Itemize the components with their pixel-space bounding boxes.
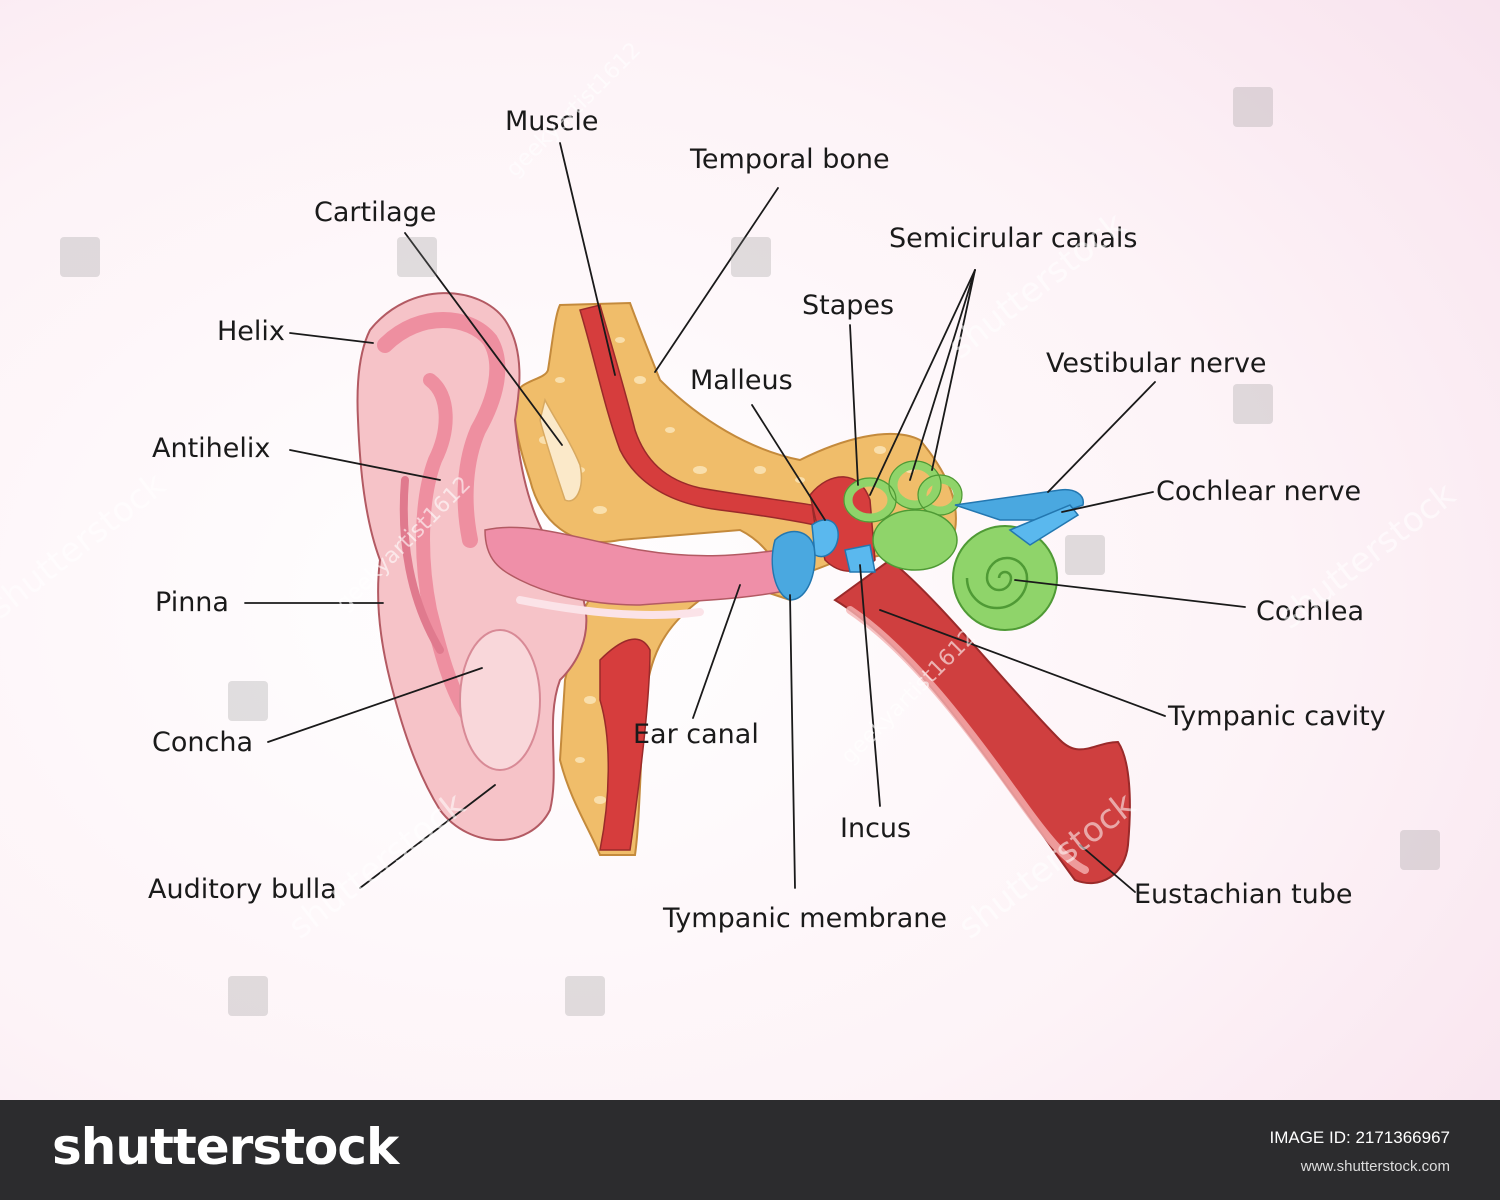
watermark-logo-box: [731, 237, 771, 277]
label-stapes: Stapes: [802, 290, 894, 321]
footer-site-link[interactable]: www.shutterstock.com: [1300, 1158, 1450, 1175]
watermark-logo-box: [397, 237, 437, 277]
watermark-logo-box: [1233, 87, 1273, 127]
cochlea-spiral: [965, 556, 1029, 610]
leader-vestibular-nerve: [1047, 381, 1156, 493]
leader-temporal-bone: [654, 187, 779, 373]
concha-shape: [459, 629, 541, 771]
leader-stapes: [849, 324, 859, 486]
vestibule-shape: [872, 509, 958, 571]
ear-canal-highlight: [516, 596, 704, 619]
label-concha: Concha: [152, 727, 253, 758]
cartilage-shape: [539, 397, 582, 502]
antihelix-fold: [416, 373, 477, 727]
footer-bar: shutterstock IMAGE ID: 2171366967 www.sh…: [0, 1100, 1500, 1200]
leader-concha: [267, 667, 483, 743]
watermark-logo-box: [228, 681, 268, 721]
pinna-inner-fold: [399, 476, 444, 654]
leader-cochlea: [1014, 579, 1246, 608]
watermark-logo-box: [565, 976, 605, 1016]
leader-tympanic-cavity: [879, 609, 1166, 717]
leader-semicircular-2: [909, 269, 976, 481]
label-muscle: Muscle: [505, 106, 598, 137]
footer-image-id: IMAGE ID: 2171366967: [1269, 1128, 1450, 1147]
leader-cartilage: [404, 232, 563, 446]
label-tympanic-cavity: Tympanic cavity: [1167, 701, 1386, 732]
leader-antihelix: [289, 449, 441, 481]
leader-helix: [289, 332, 374, 344]
label-auditory-bulla: Auditory bulla: [148, 874, 337, 905]
leader-eustachian-tube: [1079, 844, 1136, 893]
leader-cochlear-nerve: [1061, 491, 1154, 513]
lower-muscle-shape: [599, 638, 651, 851]
tympanic-membrane-shape: [771, 530, 816, 601]
label-tympanic-membrane: Tympanic membrane: [662, 903, 947, 934]
label-helix: Helix: [217, 316, 285, 347]
leader-malleus: [751, 404, 826, 521]
leader-semicircular-1: [869, 269, 976, 496]
leader-incus: [859, 564, 881, 807]
watermark-logo-box: [1065, 535, 1105, 575]
label-pinna: Pinna: [155, 587, 229, 618]
leader-muscle: [559, 142, 616, 376]
eustachian-tube-inner: [846, 606, 1089, 874]
incus-shape: [844, 544, 876, 573]
watermark-logo-box: [228, 976, 268, 1016]
watermark-logo-box: [1233, 384, 1273, 424]
label-incus: Incus: [840, 813, 911, 844]
label-malleus: Malleus: [690, 365, 793, 396]
helix-fold: [377, 312, 506, 548]
leader-auditory-bulla: [359, 784, 496, 889]
label-cochlear-nerve: Cochlear nerve: [1156, 476, 1361, 507]
cochlea-shape: [952, 525, 1058, 631]
footer-logo[interactable]: shutterstock: [52, 1118, 399, 1176]
leader-semicircular-3: [931, 269, 976, 471]
leader-lines: [244, 142, 1246, 893]
label-cochlea: Cochlea: [1256, 596, 1364, 627]
cochlear-nerve-shape: [1008, 504, 1080, 546]
leader-ear-canal: [692, 584, 741, 719]
watermark-logo-box: [60, 237, 100, 277]
label-cartilage: Cartilage: [314, 197, 436, 228]
ear-anatomy-diagram: Muscle Temporal bone Cartilage Semicirul…: [0, 0, 1500, 1100]
ear-canal-shape: [484, 526, 791, 606]
label-temporal-bone: Temporal bone: [689, 144, 890, 175]
background: [0, 0, 1500, 1100]
leader-tympanic-membrane: [789, 594, 796, 889]
label-eustachian-tube: Eustachian tube: [1134, 879, 1353, 910]
label-vestibular-nerve: Vestibular nerve: [1046, 348, 1267, 379]
ear-illustration: [356, 292, 1131, 885]
label-semicircular-canals: Semicirular canals: [889, 223, 1137, 254]
watermark-logo-box: [1400, 830, 1440, 870]
label-ear-canal: Ear canal: [633, 719, 759, 750]
label-antihelix: Antihelix: [152, 433, 270, 464]
labels: Muscle Temporal bone Cartilage Semicirul…: [148, 106, 1386, 934]
